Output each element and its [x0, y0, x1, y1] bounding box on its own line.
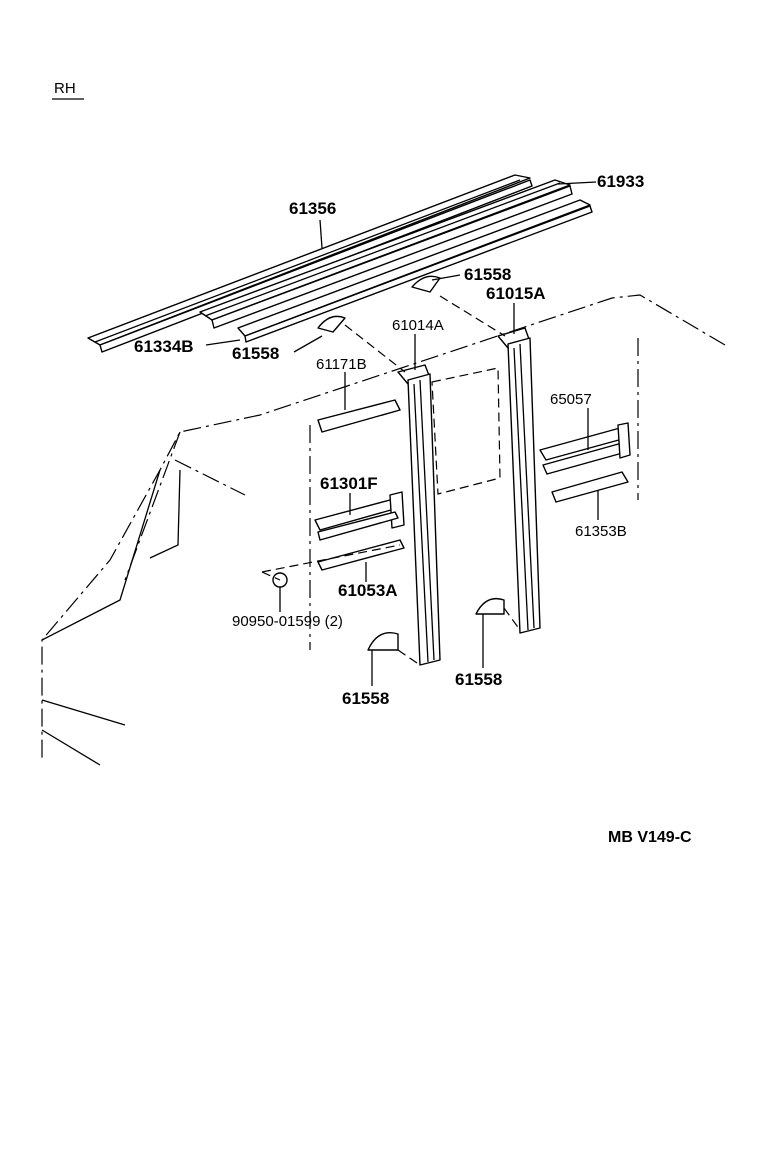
label-61353b: 61353B: [575, 523, 627, 540]
side-label: RH: [54, 80, 76, 97]
leader-lines: [205, 181, 599, 686]
label-61356: 61356: [289, 199, 336, 218]
roof-rail-61334b: [237, 199, 593, 343]
bracket-61301f: [314, 491, 405, 541]
label-61014a: 61014A: [392, 317, 444, 334]
label-61933: 61933: [597, 172, 644, 191]
label-61015a: 61015A: [486, 284, 546, 303]
label-61558-bottom-right: 61558: [455, 670, 502, 689]
label-61558-top: 61558: [464, 265, 511, 284]
bracket-61171b: [317, 399, 401, 433]
label-61053a: 61053A: [338, 581, 398, 600]
label-61301f: 61301F: [320, 474, 378, 493]
vehicle-body-outline: [41, 294, 726, 766]
bracket-65057: [539, 422, 631, 475]
diagram-code: MB V149-C: [608, 829, 692, 846]
label-65057: 65057: [550, 391, 592, 408]
label-61558-bottom-left: 61558: [342, 689, 389, 708]
label-61334b: 61334B: [134, 337, 194, 356]
roof-rail-61933: [199, 179, 573, 329]
label-90950-01599: 90950-01599 (2): [232, 613, 343, 630]
installation-guide-lines: [261, 295, 521, 666]
label-61171b: 61171B: [316, 356, 367, 373]
clip-61558-bottom-left: [367, 632, 399, 651]
clip-61558-left: [317, 315, 346, 333]
clip-61558-bottom-right: [475, 597, 505, 615]
pillar-61014a: [397, 364, 441, 666]
bracket-61353b: [551, 471, 629, 503]
pillar-61015a: [497, 327, 541, 634]
label-61558-left: 61558: [232, 344, 279, 363]
bracket-61053a: [317, 539, 405, 571]
